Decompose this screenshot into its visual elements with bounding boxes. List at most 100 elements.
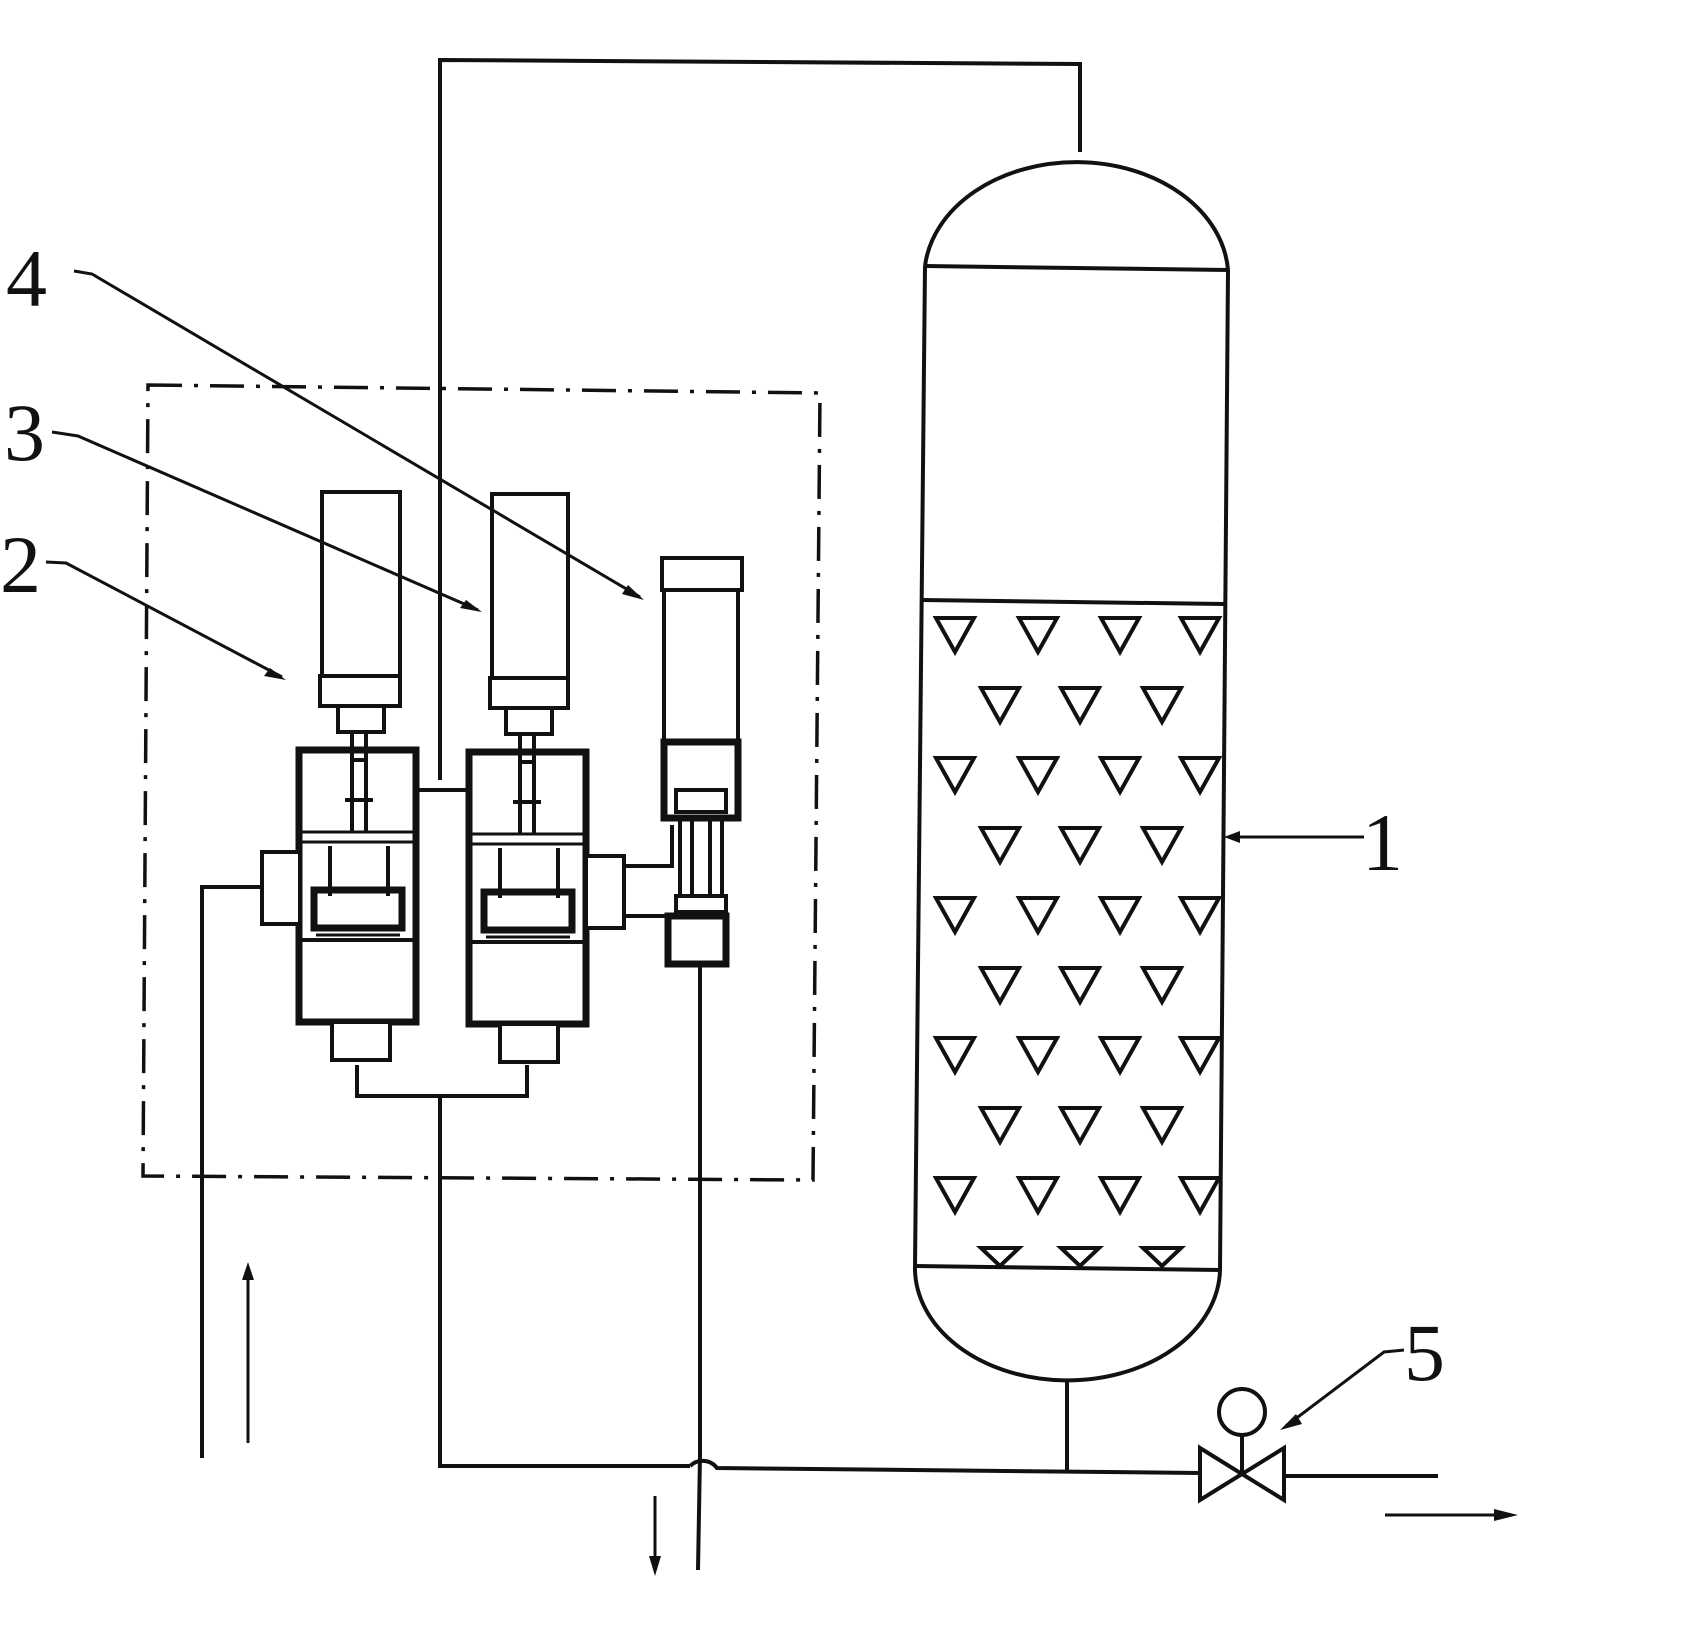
packing-triangle [1177,616,1223,657]
label-5: 5 [1404,1307,1445,1398]
packing-triangle [977,686,1023,727]
unit-2-bottom-flange [330,1020,392,1062]
leader-3 [51,430,479,612]
label-3: 3 [4,387,45,478]
unit-4-cap [660,556,744,592]
packing-triangle [1057,1106,1103,1147]
leader-4-tip [622,585,644,600]
unit-4-assembly [660,556,744,968]
packing-triangle [1139,826,1185,867]
packing-triangle [1055,1246,1105,1269]
packing-triangle [1057,826,1103,867]
packing-triangle [1097,896,1143,937]
unit-2-seat [299,830,416,844]
reactor-bottom-head [912,1265,1222,1383]
reactor-bottom-seam [914,1264,1221,1272]
packing-triangle [1097,756,1143,797]
unit-2-actuator-collar [318,674,402,708]
leader-5-tip [1280,1414,1302,1430]
leader-2 [45,560,283,679]
down-arrow-head [649,1556,661,1576]
packing-triangle [977,826,1023,867]
label-2: 2 [0,519,41,610]
reactor-bed-top [921,598,1225,606]
packing-triangle [1015,616,1061,657]
reactor-top-head [923,160,1230,271]
unit-3-stem [518,734,536,834]
packing-triangle [1057,686,1103,727]
packing-triangle [1177,896,1223,937]
leader-2-tip [264,668,286,680]
unit-2-body [295,746,420,1026]
flow-arrows [242,1262,1518,1576]
unit-4-lower-coupling [674,894,728,914]
unit-3-side-port [584,854,626,930]
reactor-vessel [912,160,1230,1383]
packing-triangle [1097,616,1143,657]
unit-2-stem-details [345,758,373,802]
valve-actuator-circle [1217,1387,1267,1437]
packing-triangle [1177,1036,1223,1077]
unit-3-stem-details [513,760,541,804]
unit-3-actuator [490,492,570,680]
packing-triangle [932,756,978,797]
packing-triangle [932,616,978,657]
unit-2-stem-coupling [336,704,386,734]
packing-triangle [975,1246,1025,1269]
packing-triangle [1139,686,1185,727]
reactor-shell [913,265,1230,1271]
unit-4-head [660,738,742,822]
packing-triangle [932,1036,978,1077]
bottom-line-with-crossover [688,1458,1201,1475]
label-4: 4 [6,233,47,324]
valve-body-right [1238,1444,1286,1504]
valve-body-left [1198,1444,1246,1504]
module-boundary [141,383,822,1182]
packing-triangle [977,966,1023,1007]
unit-4-coupling [674,788,728,814]
packing-triangle [1097,1176,1143,1217]
unit-2-stem [350,732,368,832]
packing-triangle [1177,1176,1223,1217]
unit-2-side-port [260,850,302,926]
unit-4-drain-pipe [696,966,702,1571]
catalyst-packing [932,616,1223,1269]
left-inlet-pipe [200,885,262,1458]
leader-lines [45,269,1405,1430]
label-1: 1 [1362,797,1403,888]
unit-3-body [465,748,590,1028]
packing-triangle [932,896,978,937]
leader-1-tip [1224,831,1240,843]
unit-2-disc [310,886,406,932]
unit-2-valve-assembly [260,490,420,1062]
unit-3-seat [469,832,586,846]
right-arrow-head [1494,1509,1518,1521]
unit-3-to-unit-4-pipe [625,825,674,918]
leader-5 [1285,1348,1405,1428]
reactor-top-seam [924,264,1229,272]
packing-triangle [1139,966,1185,1007]
leader-3-tip [460,600,482,612]
packing-triangle [1015,1036,1061,1077]
packing-triangle [1057,966,1103,1007]
unit-3-valve-assembly [465,492,626,1064]
unit-3-disc [480,888,576,934]
unit-2-actuator [320,490,402,678]
packing-triangle [932,1176,978,1217]
unit-4-rods [678,818,724,896]
control-valve [1198,1387,1286,1504]
top-pipe [438,57,1082,780]
packing-triangle [1015,1176,1061,1217]
packing-triangle [1097,1036,1143,1077]
leader-4 [73,269,641,599]
packing-triangle [1137,1246,1187,1269]
bottom-manifold [355,1065,529,1098]
packing-triangle [1015,756,1061,797]
manifold-down-pipe [438,1096,690,1468]
unit-3-actuator-collar [488,676,570,710]
packing-triangle [1015,896,1061,937]
up-arrow-head [242,1262,254,1280]
packing-triangle [977,1106,1023,1147]
unit-3-bottom-flange [498,1022,560,1064]
